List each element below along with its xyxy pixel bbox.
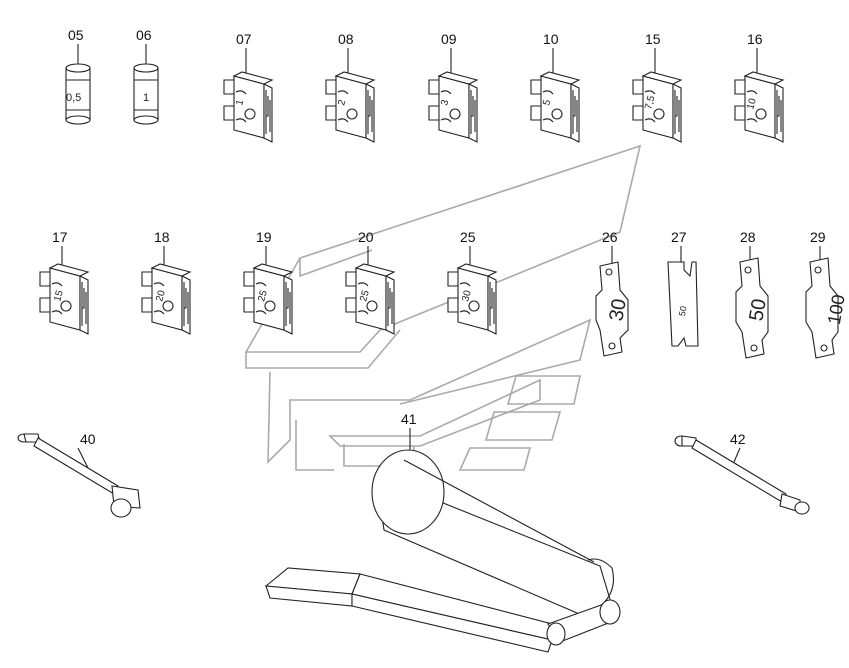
label-10: 10 bbox=[543, 31, 559, 47]
blade-fuse-18: 20 bbox=[141, 263, 191, 335]
fuse-value-08: 2 bbox=[336, 98, 348, 107]
fuse-value-09: 3 bbox=[439, 98, 451, 107]
strip-fuse-27: 50 bbox=[667, 261, 699, 347]
watermark-logo bbox=[244, 144, 642, 471]
glass-fuse-06: 1 bbox=[133, 63, 159, 125]
fuse-value-29: 100 bbox=[824, 293, 849, 326]
blade-fuse-09: 3 bbox=[428, 71, 478, 143]
label-41: 41 bbox=[401, 411, 417, 427]
label-16: 16 bbox=[747, 31, 763, 47]
fuse-value-28: 50 bbox=[745, 297, 771, 323]
fuse-puller-40 bbox=[17, 433, 141, 518]
glass-fuse-05: 0,5 bbox=[65, 63, 91, 125]
label-26: 26 bbox=[602, 229, 618, 245]
label-09: 09 bbox=[441, 31, 457, 47]
blade-fuse-16: 10 bbox=[734, 71, 784, 143]
label-40: 40 bbox=[80, 431, 96, 447]
fuse-value-19: 25 bbox=[256, 289, 270, 303]
label-08: 08 bbox=[338, 31, 354, 47]
blade-fuse-20: 25 bbox=[345, 263, 395, 335]
label-20: 20 bbox=[358, 229, 374, 245]
label-06: 06 bbox=[136, 27, 152, 43]
label-28: 28 bbox=[740, 229, 756, 245]
strip-fuse-29: 100 bbox=[805, 257, 849, 359]
label-18: 18 bbox=[154, 229, 170, 245]
fuse-value-26: 30 bbox=[605, 297, 631, 323]
fuse-value-27: 50 bbox=[677, 305, 689, 317]
label-15: 15 bbox=[645, 31, 661, 47]
fuse-value-15: 7,5 bbox=[643, 94, 657, 111]
blade-fuse-15: 7,5 bbox=[632, 71, 682, 143]
label-07: 07 bbox=[236, 31, 252, 47]
fuse-value-07: 1 bbox=[234, 98, 246, 107]
label-19: 19 bbox=[256, 229, 272, 245]
label-05: 05 bbox=[68, 27, 84, 43]
fuse-value-06: 1 bbox=[143, 92, 149, 104]
fuse-value-18: 20 bbox=[154, 289, 168, 303]
fuse-value-17: 15 bbox=[52, 289, 66, 303]
fuse-puller-42 bbox=[674, 435, 810, 515]
label-29: 29 bbox=[810, 229, 826, 245]
fuse-value-20: 25 bbox=[358, 289, 372, 303]
label-25: 25 bbox=[460, 229, 476, 245]
blade-fuse-25: 30 bbox=[447, 263, 497, 335]
label-42: 42 bbox=[730, 431, 746, 447]
fuse-value-25: 30 bbox=[460, 289, 474, 303]
strip-fuse-26: 30 bbox=[595, 261, 631, 357]
fuse-value-10: 5 bbox=[541, 98, 553, 107]
fuse-value-16: 10 bbox=[745, 97, 759, 111]
fuse-box-41 bbox=[264, 428, 621, 653]
blade-fuse-08: 2 bbox=[325, 71, 375, 143]
label-27: 27 bbox=[671, 229, 687, 245]
strip-fuse-28: 50 bbox=[735, 257, 771, 359]
blade-fuse-19: 25 bbox=[243, 263, 293, 335]
label-17: 17 bbox=[52, 229, 68, 245]
fuse-value-05: 0,5 bbox=[66, 92, 81, 104]
blade-fuse-17: 15 bbox=[39, 263, 89, 335]
blade-fuse-10: 5 bbox=[530, 71, 580, 143]
blade-fuse-07: 1 bbox=[223, 71, 273, 143]
